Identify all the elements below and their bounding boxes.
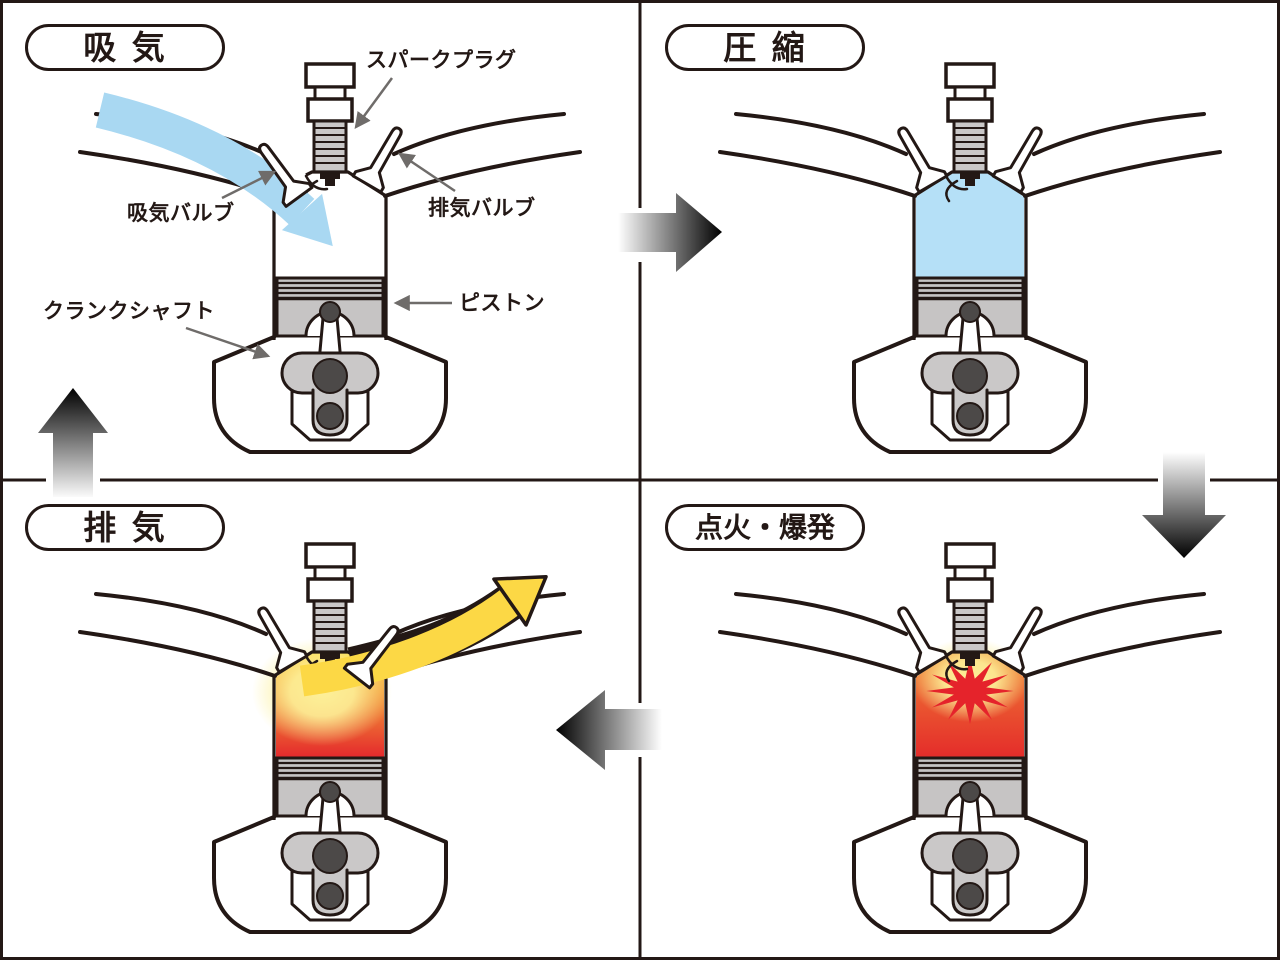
cycle-arrow-right xyxy=(618,193,722,272)
label-exhaust: 排 気 xyxy=(25,504,225,551)
label-ignition: 点火・爆発 xyxy=(665,504,865,551)
annotation-crankshaft: クランクシャフト xyxy=(43,299,215,323)
panel-intake xyxy=(78,62,582,454)
label-compression: 圧 縮 xyxy=(665,24,865,71)
leader-arrows xyxy=(185,77,456,360)
cycle-arrow-left xyxy=(556,690,662,770)
cycle-arrow-down xyxy=(1142,452,1226,558)
annotation-piston: ピストン xyxy=(459,291,545,315)
panel-compression xyxy=(718,62,1222,454)
label-intake: 吸 気 xyxy=(25,24,225,71)
leader-intake-valve xyxy=(221,170,277,200)
leader-crankshaft xyxy=(185,326,271,360)
exhaust-valve-closed xyxy=(991,599,1055,674)
annotation-intake-valve: 吸気バルブ xyxy=(127,201,235,225)
panel-ignition xyxy=(718,542,1222,934)
panel-exhaust xyxy=(78,542,582,934)
cycle-arrow-up xyxy=(38,388,108,497)
intake-valve-closed xyxy=(245,599,309,674)
intake-valve-closed xyxy=(885,119,949,194)
leader-exhaust-valve xyxy=(397,152,456,193)
intake-valve-closed xyxy=(885,599,949,674)
leader-spark-plug xyxy=(354,77,394,129)
annotation-exhaust-valve: 排気バルブ xyxy=(428,196,536,220)
annotation-spark-plug: スパークプラグ xyxy=(366,48,517,72)
compressed-mixture-fill xyxy=(916,173,1024,278)
exhaust-valve-closed xyxy=(991,119,1055,194)
intake-air-arrow xyxy=(95,92,333,247)
